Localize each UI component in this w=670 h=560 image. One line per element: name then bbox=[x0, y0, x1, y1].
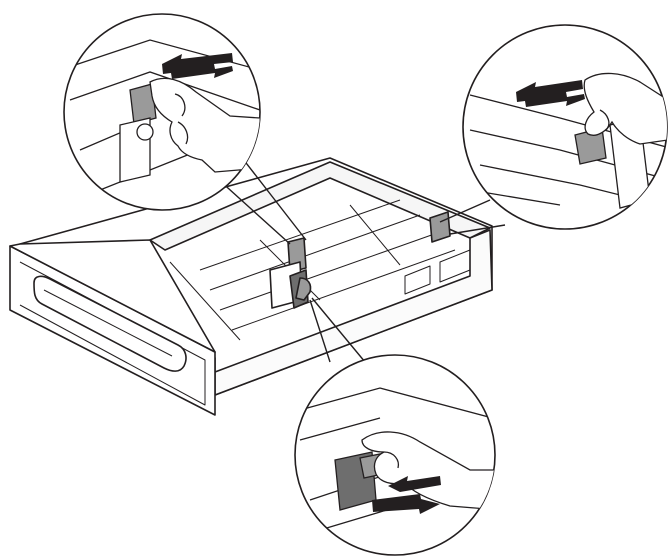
hand-icon bbox=[583, 72, 667, 145]
width-guide-lever bbox=[295, 277, 312, 301]
callout-top-left bbox=[63, 13, 261, 211]
tray-right-slots bbox=[404, 249, 471, 295]
double-arrow-icon bbox=[516, 80, 585, 107]
callout-top-right bbox=[462, 24, 668, 230]
tray-handle-inner bbox=[43, 289, 173, 357]
paper-tray bbox=[9, 157, 493, 416]
callout-bottom bbox=[294, 354, 496, 556]
double-arrow-icon bbox=[372, 476, 441, 514]
length-guide-closeup bbox=[129, 83, 157, 125]
tray-left-rail bbox=[9, 239, 216, 353]
callout-connectors bbox=[207, 149, 506, 369]
tray-floor-ribs bbox=[169, 199, 456, 341]
hand-icon bbox=[149, 77, 260, 173]
double-arrow-icon bbox=[162, 53, 233, 79]
rear-guide bbox=[429, 211, 451, 243]
